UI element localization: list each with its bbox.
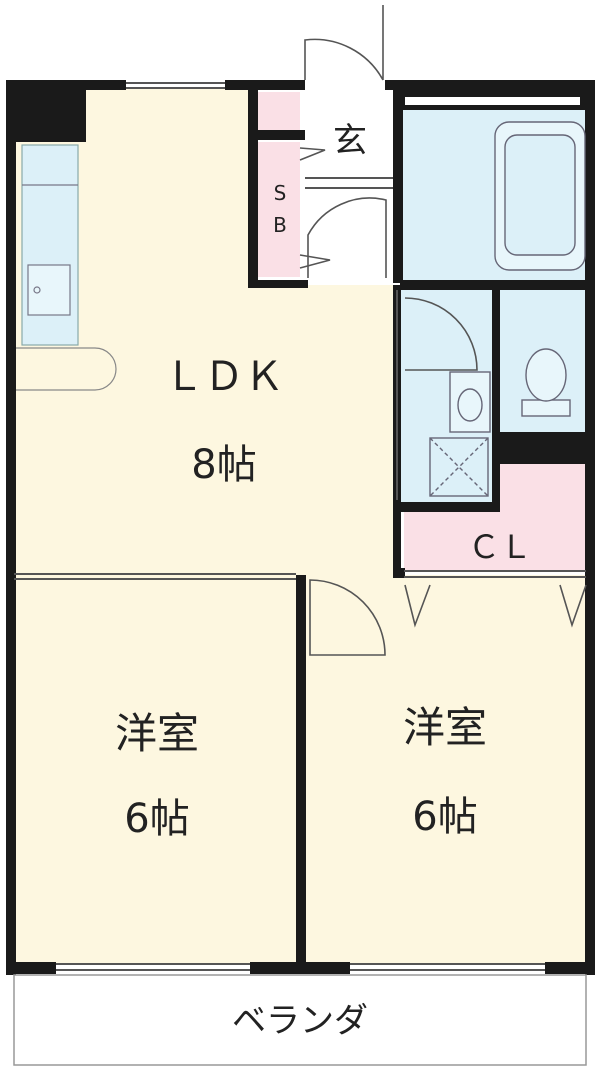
wall-top-3 xyxy=(385,80,595,90)
entrance-inner-door xyxy=(307,197,387,278)
shoe-box-label-1: S xyxy=(274,181,287,205)
wall-bottom-3 xyxy=(545,962,595,974)
closet-door-right xyxy=(559,584,587,628)
wall-closet-top xyxy=(492,432,500,512)
shoe-box-label-2: B xyxy=(273,213,287,237)
wall-bath-window xyxy=(405,97,580,105)
bath-fixtures xyxy=(429,121,586,497)
sink-drain-icon xyxy=(33,286,41,294)
wall-sb-mid xyxy=(250,130,305,140)
veranda xyxy=(13,974,587,1066)
closet-door-left xyxy=(404,584,431,628)
wall-toilet-left xyxy=(492,285,500,435)
entrance-label: 玄 xyxy=(333,121,367,161)
doors xyxy=(299,5,587,656)
dining-counter xyxy=(14,347,117,391)
wall-toilet-bottom xyxy=(492,432,587,464)
wall-left xyxy=(6,80,16,975)
wall-sb-bottom xyxy=(248,280,308,288)
wall-right xyxy=(585,80,595,975)
western-left-label: 洋室 xyxy=(115,709,199,758)
entrance-floor xyxy=(300,90,395,282)
washroom-door-swing xyxy=(404,297,478,371)
veranda-label: ベランダ xyxy=(232,1001,368,1041)
veranda-floor xyxy=(13,974,587,1066)
washing-machine-area xyxy=(429,437,489,497)
wall-top-2 xyxy=(225,80,305,90)
toilet-tank xyxy=(521,399,571,417)
sb-door-triangle xyxy=(299,147,326,161)
kitchen-sink xyxy=(27,264,71,316)
wall-top-1 xyxy=(6,80,126,90)
western-right-size: 6帖 xyxy=(412,794,477,840)
bathtub-inner xyxy=(504,134,576,256)
western-right-label: 洋室 xyxy=(403,703,487,752)
wall-bath-left xyxy=(393,88,403,283)
sb-door-triangle-2 xyxy=(299,254,331,269)
wall-closet-bottom xyxy=(393,568,405,578)
wash-basin-bowl xyxy=(457,388,483,422)
toilet-bowl xyxy=(525,348,567,402)
wall-partition-western xyxy=(296,575,306,970)
western-left-size: 6帖 xyxy=(124,796,189,842)
wall-sb-left xyxy=(248,88,258,288)
wall-closet-top2 xyxy=(400,502,500,512)
ldk-floor xyxy=(14,88,395,575)
western-room-left-floor xyxy=(14,575,298,965)
shoe-box-floor-2 xyxy=(258,142,300,277)
closet-label: ＣＬ xyxy=(468,528,532,566)
floor-fills xyxy=(14,88,586,965)
thin-partitions xyxy=(14,82,586,971)
ldk-size: 8帖 xyxy=(191,442,256,488)
shoe-box-floor xyxy=(258,92,300,130)
ldk-label: ＬＤＫ xyxy=(164,354,284,400)
kitchen-details xyxy=(14,184,117,391)
western-door-swing xyxy=(309,579,386,656)
closet-floor xyxy=(404,464,586,570)
wall-bottom-1 xyxy=(6,962,56,974)
wall-corner-block xyxy=(6,80,86,142)
western-room-right-floor xyxy=(304,575,586,965)
front-door-swing xyxy=(304,5,384,81)
labels: ＬＤＫ 8帖 洋室 6帖 洋室 6帖 玄 S B ＣＬ ベランダ xyxy=(115,121,532,1041)
